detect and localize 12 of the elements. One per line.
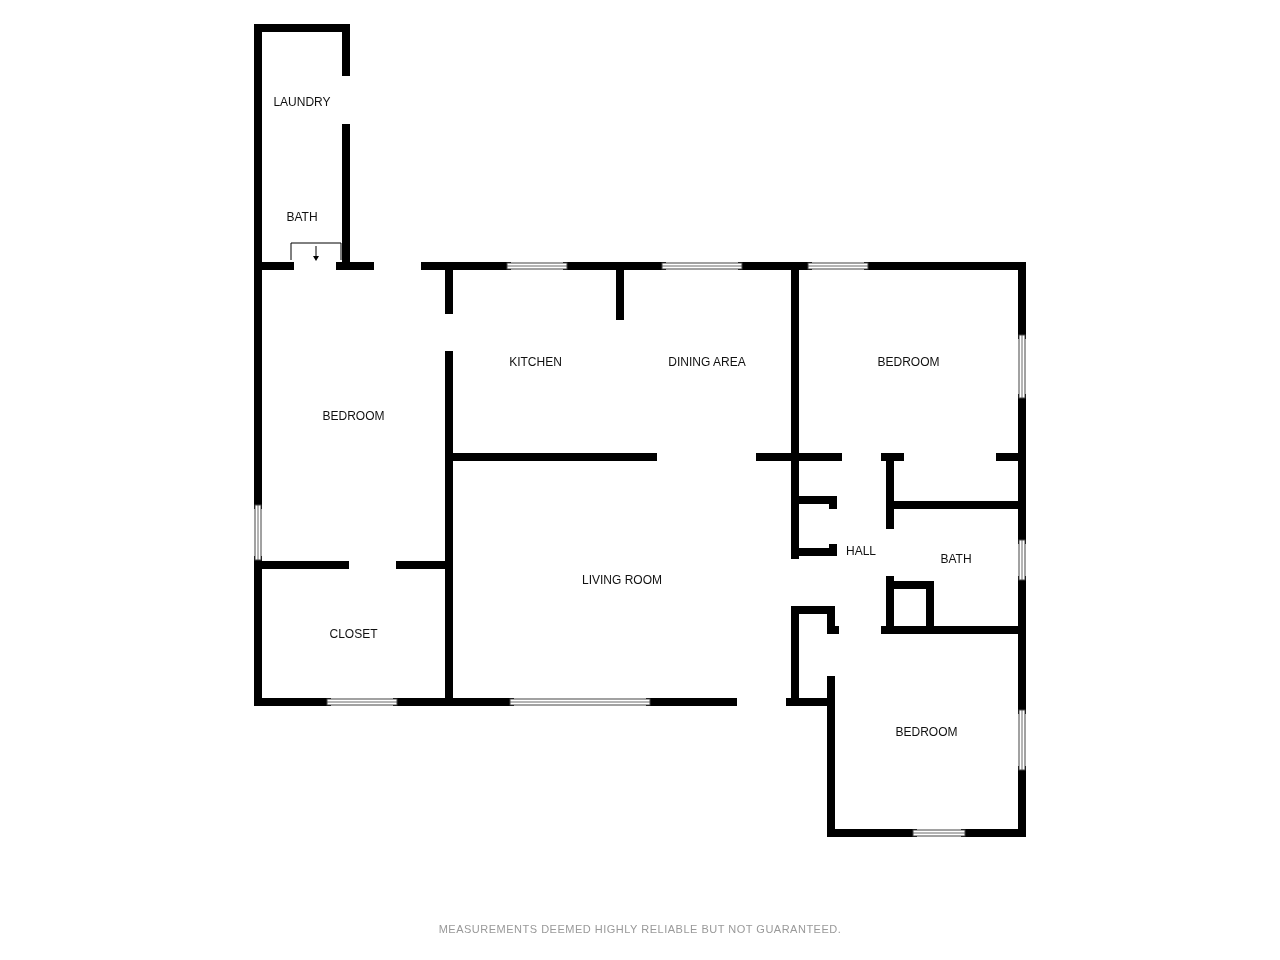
disclaimer-note: MEASUREMENTS DEEMED HIGHLY RELIABLE BUT NOT GUARANTEED.	[438, 923, 842, 935]
room-label: DINING AREA	[668, 354, 746, 369]
room-label: BEDROOM	[877, 354, 940, 369]
room-label: CLOSET	[329, 626, 378, 641]
room-label: BATH	[286, 210, 318, 224]
room-label: BEDROOM	[895, 724, 958, 739]
room-label: LAUNDRY	[273, 95, 331, 109]
room-label: LIVING ROOM	[582, 572, 662, 587]
room-label: BATH	[940, 552, 972, 566]
room-label: HALL	[846, 544, 876, 558]
room-label: KITCHEN	[509, 354, 562, 369]
room-label: BEDROOM	[322, 409, 385, 423]
